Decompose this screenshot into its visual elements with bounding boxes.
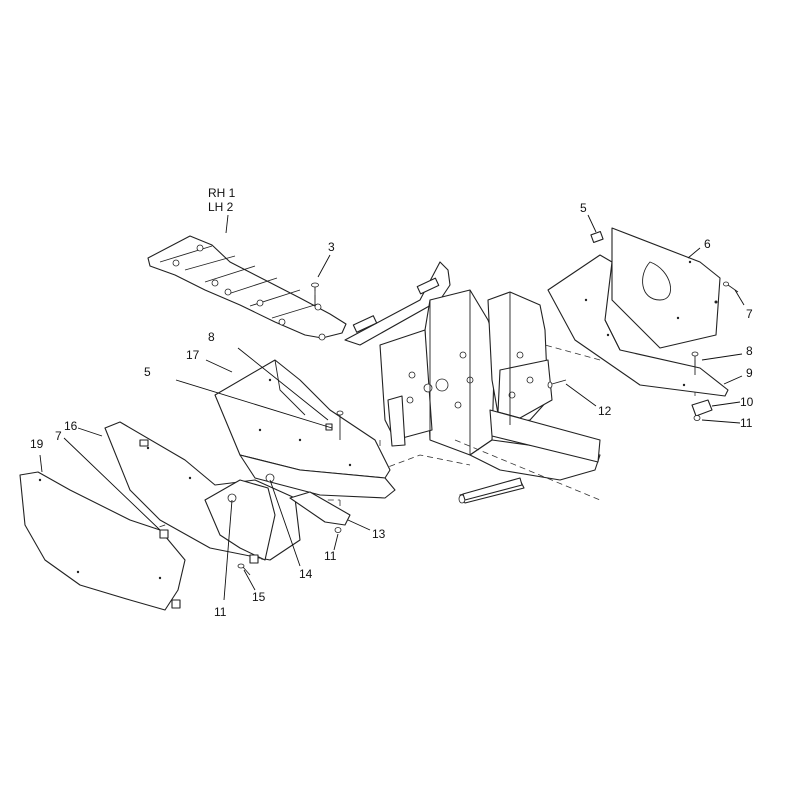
callout-12: 12 xyxy=(598,404,612,418)
callout-5-left: 5 xyxy=(144,365,151,379)
callout-7-right: 7 xyxy=(746,307,753,321)
callout-lh-2: LH 2 xyxy=(208,200,234,214)
callout-13: 13 xyxy=(372,527,386,541)
callout-11-right: 11 xyxy=(740,416,753,430)
callout-11-left: 11 xyxy=(214,605,227,619)
callout-9: 9 xyxy=(746,366,753,380)
callout-6: 6 xyxy=(704,237,711,251)
callout-8-left: 8 xyxy=(208,330,215,344)
callout-17: 17 xyxy=(186,348,200,362)
hardware xyxy=(237,230,739,576)
callout-14: 14 xyxy=(299,567,313,581)
callout-15: 15 xyxy=(252,590,266,604)
callout-7-left: 7 xyxy=(55,429,62,443)
panel-19 xyxy=(19,471,186,611)
bracket-14 xyxy=(204,473,276,564)
leader-lines xyxy=(39,214,745,601)
callout-labels: RH 1 LH 2 3 5 6 7 8 9 10 11 12 8 17 5 16… xyxy=(30,186,754,619)
bracket-13 xyxy=(289,491,351,526)
left-lower-panel xyxy=(214,359,396,499)
callout-11-mid: 11 xyxy=(324,549,337,563)
footrest-plate xyxy=(147,235,347,341)
main-frame xyxy=(344,261,601,504)
callout-8-right: 8 xyxy=(746,344,753,358)
callout-16: 16 xyxy=(64,419,78,433)
callout-5-top: 5 xyxy=(580,201,587,215)
callout-10: 10 xyxy=(740,395,754,409)
callout-3: 3 xyxy=(328,240,335,254)
callout-rh-1: RH 1 xyxy=(208,186,236,200)
right-side-panel xyxy=(547,227,729,397)
callout-19: 19 xyxy=(30,437,44,451)
